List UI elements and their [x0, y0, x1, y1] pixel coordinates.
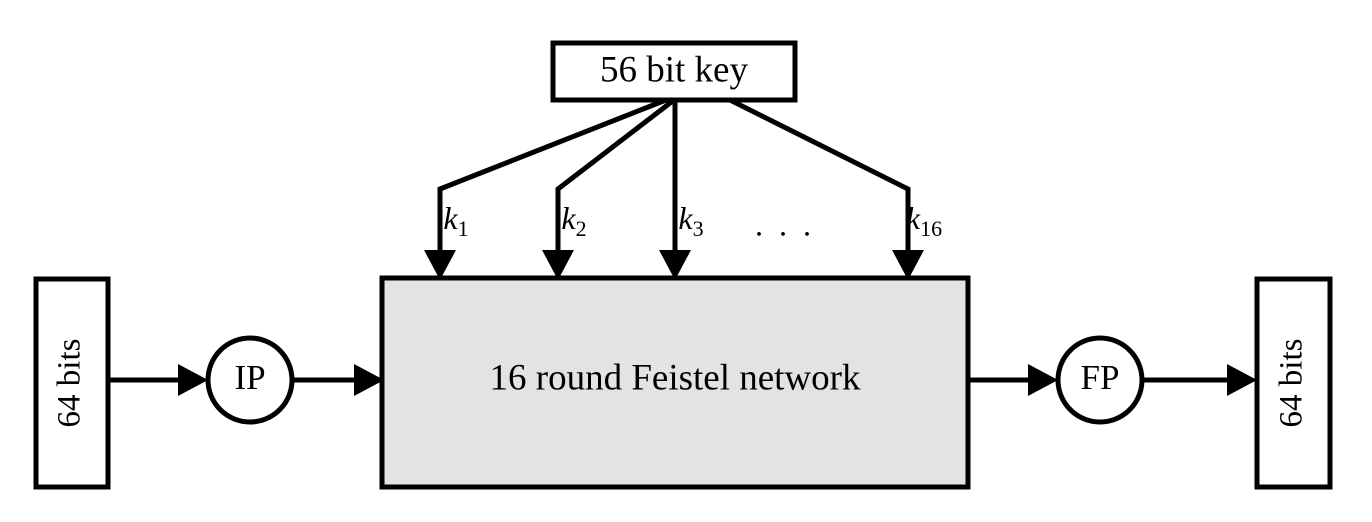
k1-sub: 1 [458, 216, 469, 241]
round-key-label-k1: k1 [443, 200, 468, 241]
arrowhead-k3 [659, 250, 691, 280]
edge-input-to-ip [108, 364, 208, 396]
round-keys-ellipsis: . . . [755, 206, 815, 242]
k2-sub: 2 [576, 216, 587, 241]
edge-key-to-k1 [424, 97, 667, 280]
feistel-network-box[interactable]: 16 round Feistel network [379, 275, 971, 490]
svg-text:k16: k16 [906, 200, 942, 241]
feistel-box-label: 16 round Feistel network [490, 357, 861, 398]
k3-base: k [678, 200, 693, 236]
arrowhead-feistel-to-fp [1028, 364, 1058, 396]
edge-ip-to-feistel [292, 364, 384, 396]
input-bits-box-rect [33, 276, 111, 490]
edge-key-to-k3 [659, 100, 691, 280]
output-bits-label: 64 bits [1274, 339, 1310, 428]
k16-base: k [906, 200, 921, 236]
input-bits-box[interactable]: 64 bits [33, 276, 111, 490]
arrowhead-ip-to-feistel [354, 364, 384, 396]
k16-sub: 16 [920, 216, 942, 241]
round-key-label-k2: k2 [561, 200, 586, 241]
arrowhead-fp-to-output [1227, 364, 1257, 396]
arrowhead-k1 [424, 250, 456, 280]
fp-label: FP [1081, 358, 1120, 397]
k3-sub: 3 [693, 216, 704, 241]
arrowhead-input-to-ip [178, 364, 208, 396]
svg-text:k2: k2 [561, 200, 586, 241]
k2-base: k [561, 200, 576, 236]
input-bits-label: 64 bits [52, 339, 88, 428]
key-box[interactable]: 56 bit key [550, 40, 798, 103]
round-key-label-k16: k16 [906, 200, 942, 241]
edge-feistel-to-fp [968, 364, 1058, 396]
edge-fp-to-output [1142, 364, 1257, 396]
k1-base: k [443, 200, 458, 236]
edge-key-to-k2 [542, 98, 676, 280]
feistel-box-rect [379, 275, 971, 490]
arrowhead-k2 [542, 250, 574, 280]
svg-text:k1: k1 [443, 200, 468, 241]
output-bits-box-rect [1254, 276, 1333, 490]
output-bits-box[interactable]: 64 bits [1254, 276, 1333, 490]
ip-label: IP [234, 358, 265, 397]
edge-key-to-k16 [728, 97, 924, 280]
key-box-label: 56 bit key [600, 49, 748, 90]
initial-permutation-node[interactable]: IP [205, 335, 295, 425]
final-permutation-node[interactable]: FP [1055, 335, 1145, 425]
arrowhead-k16 [892, 250, 924, 280]
svg-text:k3: k3 [678, 200, 703, 241]
round-key-label-k3: k3 [678, 200, 703, 241]
